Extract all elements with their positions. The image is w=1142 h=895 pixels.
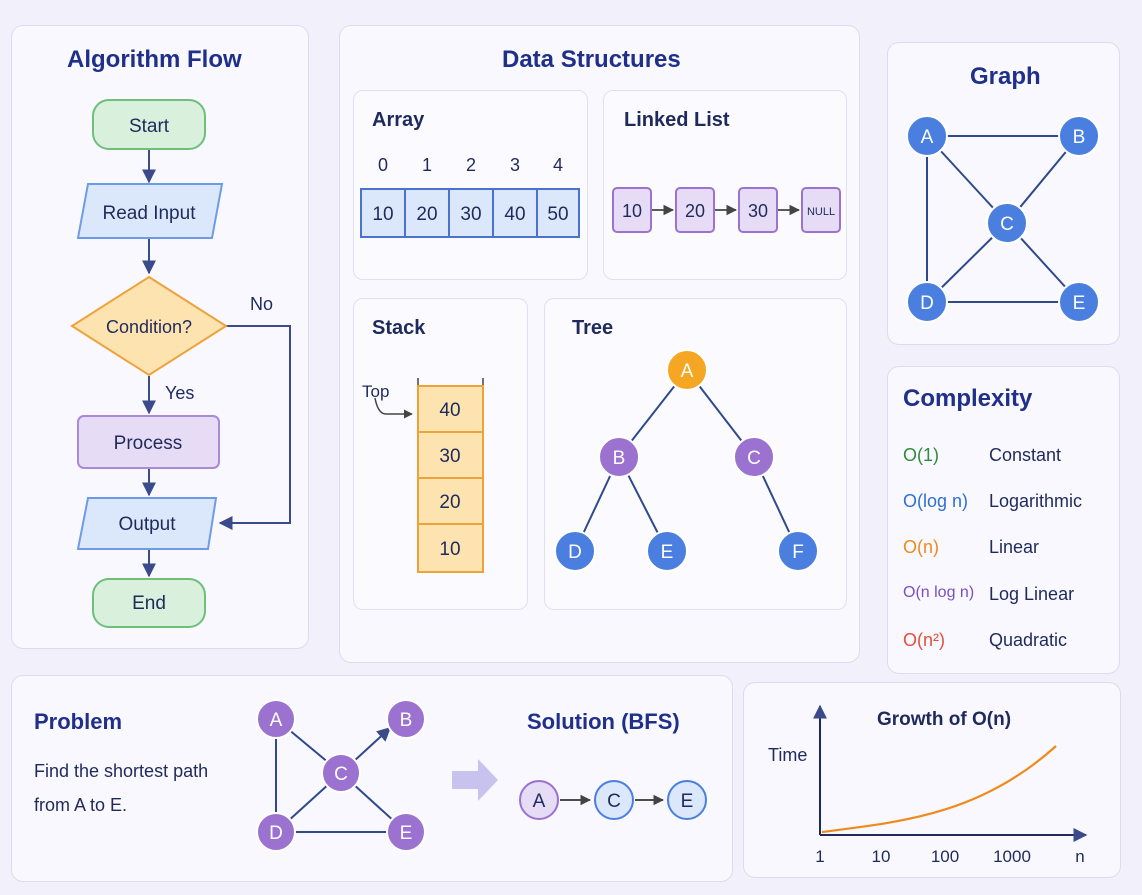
solution-title: Solution (BFS) — [527, 709, 680, 734]
problem-text-line2: from A to E. — [34, 795, 128, 815]
tree-panel: Tree — [544, 298, 847, 610]
growth-panel: Growth of O(n) Time — [743, 682, 1121, 878]
algorithm-flow-title: Algorithm Flow — [67, 46, 242, 73]
complexity-notation: O(n²) — [903, 630, 945, 650]
complexity-name: Linear — [989, 537, 1040, 557]
complexity-notation: O(1) — [903, 445, 939, 465]
problem-text-line1: Find the shortest path — [34, 761, 209, 781]
problem-panel: Problem Find the shortest path from A to… — [11, 675, 733, 882]
growth-title: Growth of O(n) — [877, 709, 1012, 730]
stack-panel: Stack — [353, 298, 528, 610]
tree-title: Tree — [572, 317, 614, 339]
array-title: Array — [372, 109, 425, 131]
graph-title: Graph — [970, 63, 1041, 90]
complexity-notation: O(n) — [903, 537, 939, 557]
graph-panel: Graph — [887, 42, 1120, 345]
array-panel: Array — [353, 90, 588, 280]
complexity-name: Constant — [989, 445, 1062, 465]
algorithm-flow-panel: Algorithm Flow — [11, 25, 309, 649]
linked-list-title: Linked List — [624, 109, 730, 131]
complexity-name: Quadratic — [989, 630, 1068, 650]
complexity-notation: O(n log n) — [903, 584, 975, 601]
linked-list-panel: Linked List — [603, 90, 847, 280]
complexity-title: Complexity — [903, 385, 1033, 412]
complexity-panel: Complexity — [887, 366, 1120, 674]
problem-title: Problem — [34, 709, 123, 734]
growth-ylabel: Time — [768, 745, 808, 765]
complexity-notation: O(log n) — [903, 491, 969, 511]
data-structures-title: Data Structures — [502, 46, 681, 73]
stack-title: Stack — [372, 317, 426, 339]
complexity-name: Log Linear — [989, 584, 1075, 604]
complexity-name: Logarithmic — [989, 491, 1083, 511]
